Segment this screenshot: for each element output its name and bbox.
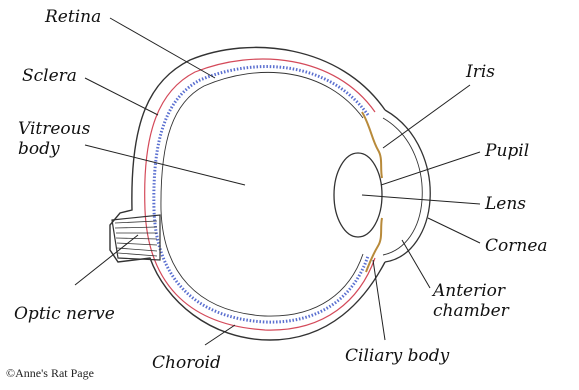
optic-nerve-hatching: [115, 221, 157, 256]
anterior-chamber-leader: [402, 240, 430, 288]
retina-leader: [110, 18, 215, 78]
anterior-chamber-label-line2: chamber: [433, 302, 509, 321]
cornea-inner: [383, 118, 422, 255]
sclera-leader: [85, 78, 158, 115]
choroid-label: Choroid: [152, 354, 221, 373]
cornea-leader: [428, 218, 480, 243]
credit-text: ©Anne's Rat Page: [6, 366, 94, 381]
sclera-label: Sclera: [22, 67, 77, 86]
lens-label: Lens: [485, 195, 526, 214]
retina-inner-line: [161, 72, 363, 316]
vitreous-label-line1: Vitreous: [18, 120, 90, 139]
lens-shape: [334, 153, 382, 237]
cornea-label: Cornea: [485, 237, 548, 256]
optic-nerve-label: Optic nerve: [14, 305, 115, 324]
iris-label: Iris: [466, 63, 495, 82]
pupil-leader: [381, 152, 480, 185]
vitreous-label-line2: body: [18, 140, 60, 159]
iris-leader: [383, 85, 470, 148]
choroid-leader: [205, 325, 235, 345]
anterior-chamber-label-line1: Anterior: [433, 282, 505, 301]
ciliary-body-label: Ciliary body: [345, 347, 449, 366]
pupil-label: Pupil: [485, 142, 529, 161]
retina-label: Retina: [45, 8, 101, 27]
